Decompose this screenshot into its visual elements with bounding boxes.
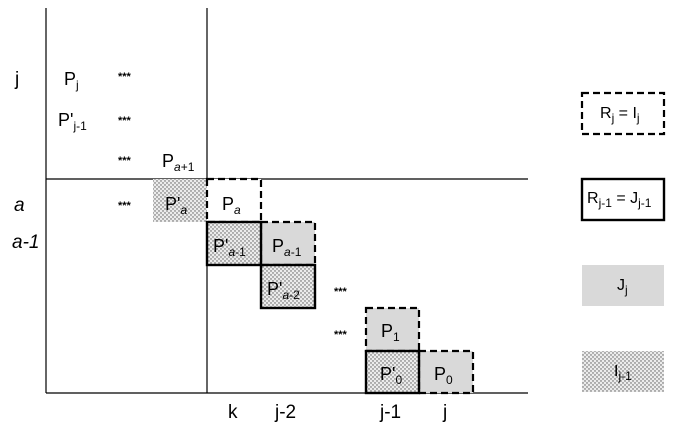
row-label-j: j xyxy=(15,69,20,90)
label-p-a-minus-1: Pa-1 xyxy=(272,237,301,258)
label-p-a-sub: a xyxy=(234,203,241,217)
label-p-prime-a: P'a xyxy=(165,195,187,216)
legend-dashed-r-sub: j xyxy=(611,111,615,125)
label-p-prime-0-base: P' xyxy=(380,364,396,384)
label-p-prime-a-minus-1-sub-rest: -1 xyxy=(235,245,246,259)
block-p-prime-a xyxy=(153,179,207,222)
label-p-prime-a-minus-1-sub-var: a xyxy=(228,245,236,259)
row-label-a-minus-1-var: a-1 xyxy=(12,232,40,253)
label-p-prime-0-sub: 0 xyxy=(395,373,403,387)
label-p-prime-a-minus-1-sub: a-1 xyxy=(228,245,245,259)
label-p-prime-a-minus-1-base: P' xyxy=(213,236,229,256)
cell-p-prime-j-minus-1: P'j-1 xyxy=(58,111,87,132)
label-p-prime-a-minus-1: P'a-1 xyxy=(213,237,246,258)
row-label-a-minus-1: a-1 xyxy=(12,233,39,252)
block-p-prime-a-minus-1 xyxy=(205,220,263,267)
cell-p-a-plus-1-base: P xyxy=(162,151,175,171)
label-p-a-minus-1-sub-var: a xyxy=(284,245,291,259)
block-p-a xyxy=(205,177,263,224)
legend-solid-eq-sub: j-1 xyxy=(638,196,652,210)
label-p-0: P0 xyxy=(434,365,453,386)
legend-solid-eq: = J xyxy=(611,190,639,207)
label-p-prime-a-minus-2-sub-var: a xyxy=(282,288,290,302)
label-p-prime-a-minus-2-sub: a-2 xyxy=(282,288,299,302)
cell-p-a-plus-1-sub: a+1 xyxy=(174,160,194,174)
label-p-prime-a-sub: a xyxy=(180,203,188,217)
legend-solid-box xyxy=(580,177,666,222)
label-p-prime-a-base: P' xyxy=(165,194,181,214)
block-p-1 xyxy=(364,306,421,353)
label-p-a-minus-1-sub-rest: -1 xyxy=(290,245,302,259)
col-label-k: k xyxy=(228,402,238,423)
legend-gray-label: Jj xyxy=(617,277,628,297)
label-p-prime-a-minus-2-sub-rest: -2 xyxy=(289,288,300,302)
cell-p-prime-j-minus-1-sub: j-1 xyxy=(73,119,87,133)
legend-dashed-r: R xyxy=(600,105,612,122)
legend-solid-r-sub: j-1 xyxy=(598,196,612,210)
cell-p-a-plus-1-sub-var: a xyxy=(174,160,181,174)
label-p-prime-a-minus-2-base: P' xyxy=(267,279,283,299)
legend-dotted-label: Ij-1 xyxy=(614,363,632,383)
dots-1: *** xyxy=(118,71,131,83)
dots-2: *** xyxy=(118,115,131,127)
legend-dashed-eq-sub: j xyxy=(636,111,640,125)
col-label-j: j xyxy=(443,402,448,423)
block-p-a-minus-1 xyxy=(259,220,317,267)
label-p-prime-0: P'0 xyxy=(380,365,402,386)
legend-solid-r: R xyxy=(587,190,599,207)
col-label-j-minus-2: j-2 xyxy=(275,402,297,423)
dots-6: *** xyxy=(334,329,347,341)
legend-gray-j-sub: j xyxy=(625,283,628,297)
cell-p-j: Pj xyxy=(64,70,79,91)
legend-dashed-eq: = I xyxy=(614,105,637,122)
label-p-0-base: P xyxy=(434,364,447,384)
label-p-a-base: P xyxy=(222,194,235,214)
cell-p-j-base: P xyxy=(64,69,77,89)
block-p-prime-0 xyxy=(364,349,421,395)
legend-dotted-i: I xyxy=(614,363,619,380)
label-p-a-minus-1-base: P xyxy=(272,236,285,256)
row-label-a: a xyxy=(14,195,25,216)
col-label-j-minus-1: j-1 xyxy=(380,402,402,423)
block-p-prime-a-minus-2 xyxy=(259,263,317,310)
dots-4: *** xyxy=(118,200,131,212)
dots-5: *** xyxy=(334,286,347,298)
label-p-1: P1 xyxy=(381,322,400,343)
legend-gray-j: J xyxy=(617,277,625,294)
label-p-a-minus-1-sub: a-1 xyxy=(284,245,301,259)
legend-dotted-i-sub: j-1 xyxy=(618,369,632,383)
label-p-prime-a-minus-2: P'a-2 xyxy=(267,280,300,301)
cell-p-a-plus-1: Pa+1 xyxy=(162,152,194,173)
label-p-a: Pa xyxy=(222,195,241,216)
label-p-1-sub: 1 xyxy=(393,330,400,344)
dots-3: *** xyxy=(118,155,131,167)
legend-dotted-box xyxy=(582,351,664,392)
label-p-0-sub: 0 xyxy=(446,373,453,387)
cell-p-j-sub: j xyxy=(76,78,79,92)
cell-p-a-plus-1-sub-rest: +1 xyxy=(180,160,195,174)
legend-dashed-label: Rj = Ij xyxy=(600,105,640,125)
legend-dashed-box xyxy=(580,91,666,136)
legend-gray-box xyxy=(582,265,664,306)
legend-solid-label: Rj-1 = Jj-1 xyxy=(587,190,652,210)
label-p-1-base: P xyxy=(381,321,394,341)
cell-p-prime-j-minus-1-base: P' xyxy=(58,110,74,130)
